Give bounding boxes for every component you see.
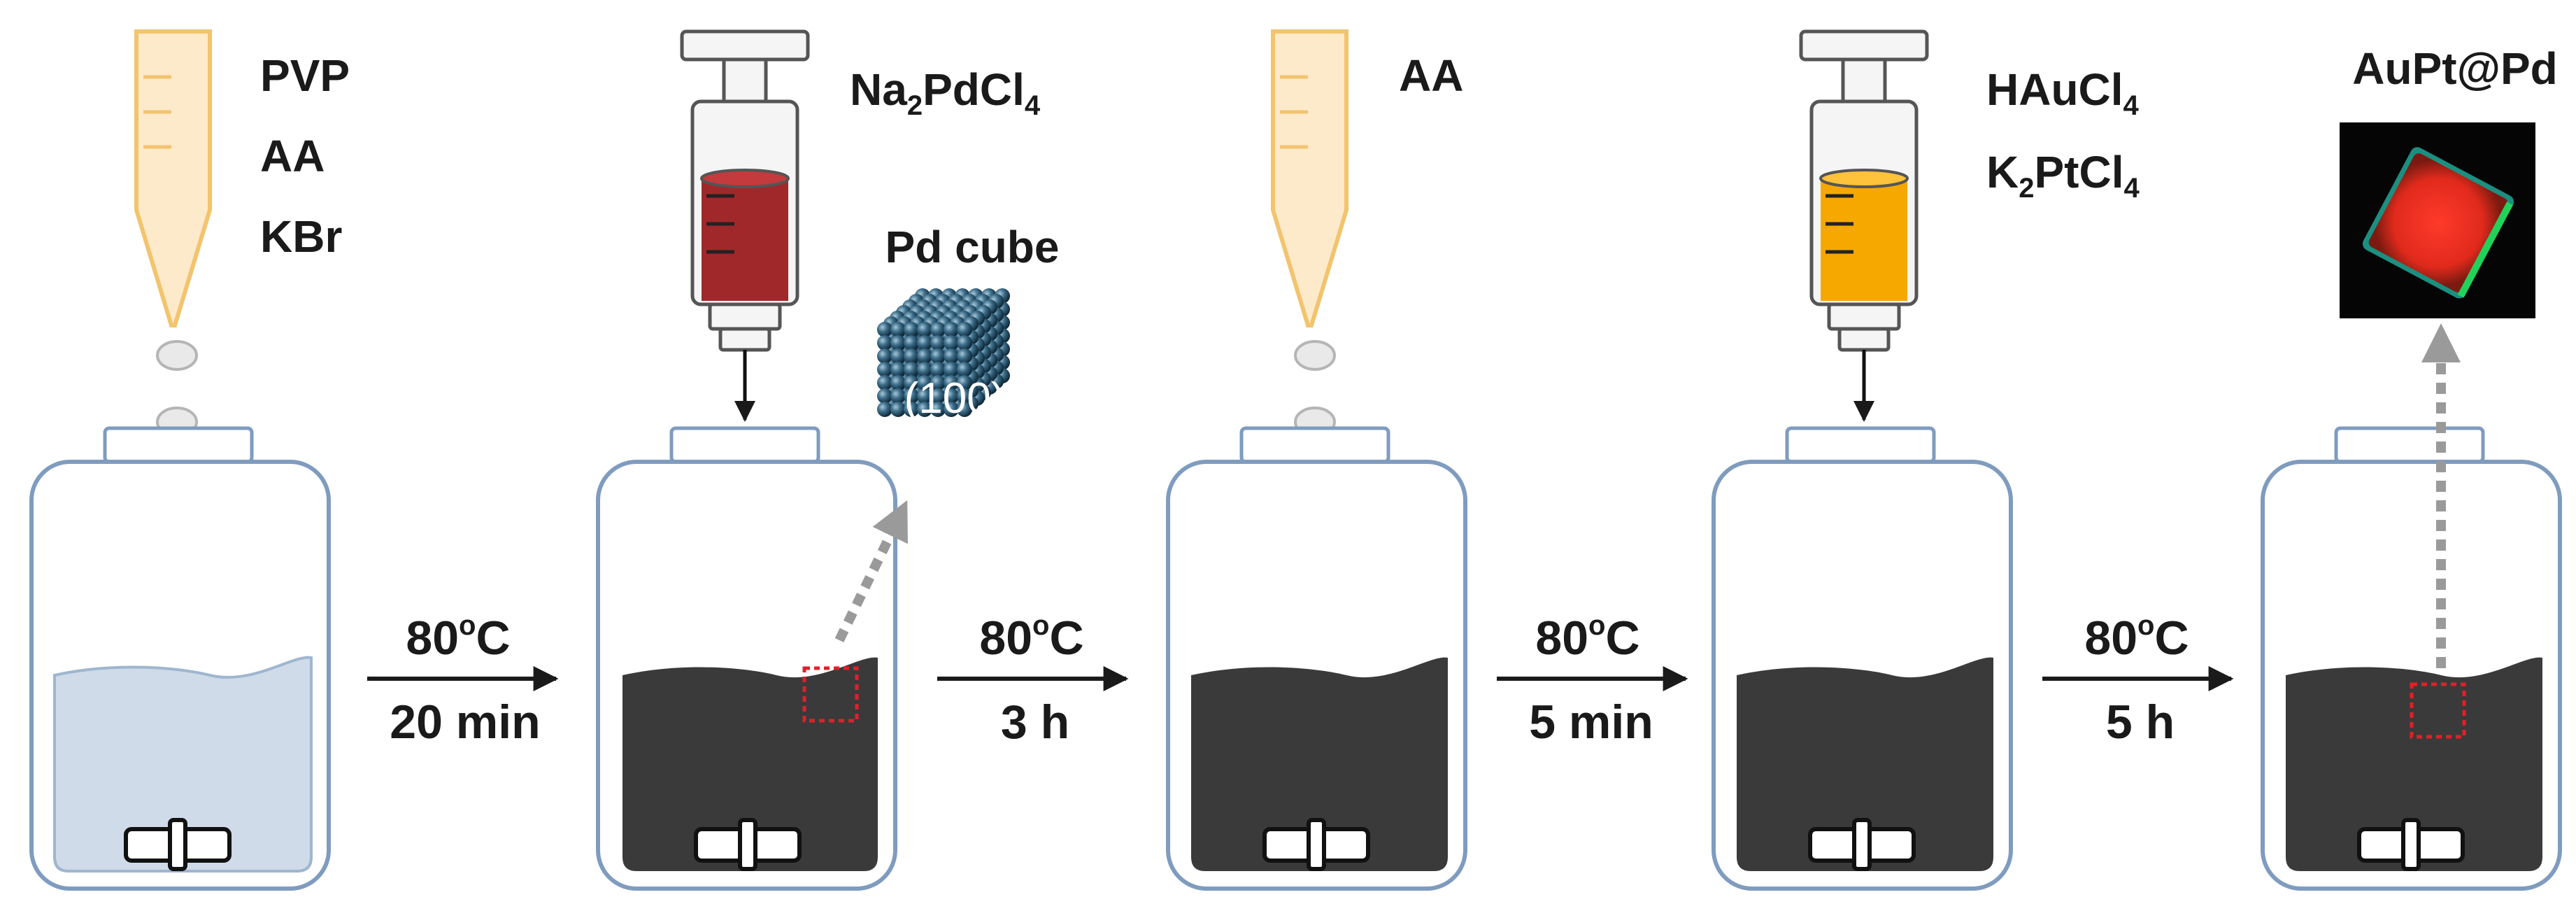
cube-atom (957, 402, 972, 417)
pipette-icon (1271, 29, 1349, 327)
cube-atom (930, 362, 946, 377)
reagent-aa: AA (260, 131, 325, 181)
arrow-2-time: 3 h (1001, 695, 1069, 749)
stir-bar-icon (2357, 818, 2465, 871)
cube-atom (877, 348, 892, 364)
reagent-pvp: PVP (260, 50, 350, 101)
reaction-bottle-icon (29, 426, 331, 891)
arrow-4-time: 5 h (2106, 695, 2175, 749)
cube-atom (957, 375, 972, 390)
aupt-pd-label: AuPt@Pd (2352, 43, 2558, 94)
cube-atom (877, 322, 892, 337)
arrow-2-temperature: 80oC (979, 610, 1083, 665)
cube-atom (957, 348, 972, 364)
cube-atom (904, 388, 919, 404)
reaction-arrow-4: 80oC 5 h (2042, 610, 2234, 749)
cube-atom (930, 402, 946, 417)
cube-atom (944, 375, 959, 390)
cube-atom (930, 322, 946, 337)
reagent-k2ptcl4: K2PtCl4 (1986, 147, 2140, 204)
cube-atom (890, 362, 906, 377)
arrow-1-temperature: 80oC (406, 610, 510, 665)
cube-atom (890, 335, 906, 351)
sample-region-box (2410, 682, 2466, 739)
cube-atom (917, 322, 932, 337)
cube-atom (890, 402, 906, 417)
step-4: HAuCl4 K2PtCl4 (1712, 29, 2140, 891)
cube-atom (877, 362, 892, 377)
reagent-na2pdcl4: Na2PdCl4 (850, 64, 1041, 121)
cube-atom (904, 348, 919, 364)
cube-atom (877, 402, 892, 417)
cube-atom (944, 322, 959, 337)
cube-atom (917, 388, 932, 404)
cube-atom (944, 335, 959, 351)
cube-atom (957, 322, 972, 337)
arrow-1-time: 20 min (390, 695, 540, 749)
cube-atom (917, 402, 932, 417)
arrow-3-time: 5 min (1529, 695, 1653, 749)
cube-atom (917, 362, 932, 377)
cube-atom (930, 388, 946, 404)
facet-label: (100) (904, 374, 1006, 423)
reagent-kbr: KBr (260, 211, 342, 262)
step-2: (100) Na2PdCl4 Pd cube (596, 29, 1060, 891)
sample-region-box (802, 666, 859, 723)
cube-atom (944, 348, 959, 364)
reaction-bottle-icon (1166, 426, 1467, 891)
step-5: AuPt@Pd (2261, 43, 2562, 891)
cube-atom (957, 362, 972, 377)
cube-atom (917, 335, 932, 351)
step-1: PVP AA KBr (29, 29, 350, 891)
arrow-4-temperature: 80oC (2084, 610, 2189, 665)
cube-atom (890, 322, 906, 337)
reagent-aa: AA (1399, 50, 1463, 101)
step-3: AA (1166, 29, 1467, 891)
cube-atom (944, 402, 959, 417)
syringe-icon (1799, 29, 1929, 422)
cube-atom (890, 388, 906, 404)
stir-bar-icon (124, 818, 232, 871)
syringe-icon (680, 29, 810, 422)
cube-atom (904, 402, 919, 417)
reagent-haucl4: HAuCl4 (1986, 64, 2140, 121)
reaction-bottle-icon (596, 426, 897, 891)
cube-atom (957, 335, 972, 351)
stir-bar-icon (694, 818, 802, 871)
cube-atom (890, 375, 906, 390)
cube-atom (917, 375, 932, 390)
reaction-arrow-2: 80oC 3 h (937, 610, 1129, 749)
elemental-map-icon (2340, 122, 2535, 318)
cube-atom (944, 362, 959, 377)
cube-atom (877, 388, 892, 404)
reaction-arrow-3: 80oC 5 min (1497, 610, 1688, 749)
cube-atom (877, 375, 892, 390)
cube-atom (944, 388, 959, 404)
reaction-bottle-icon (2261, 426, 2562, 891)
reaction-bottle-icon (1712, 426, 2013, 891)
cube-atom (904, 322, 919, 337)
reaction-arrow-1: 80oC 20 min (367, 610, 559, 749)
pd-nanocube-icon (877, 288, 1010, 417)
cube-atom (917, 348, 932, 364)
pd-cube-label: Pd cube (885, 222, 1060, 272)
cube-atom (904, 375, 919, 390)
cube-atom (930, 375, 946, 390)
stir-bar-icon (1262, 818, 1370, 871)
cube-atom (904, 335, 919, 351)
cube-atom (890, 348, 906, 364)
pipette-icon (134, 29, 212, 327)
stir-bar-icon (1808, 818, 1916, 871)
cube-atom (877, 335, 892, 351)
cube-atom (930, 335, 946, 351)
cube-atom (904, 362, 919, 377)
cube-atom (957, 388, 972, 404)
cube-atom (930, 348, 946, 364)
arrow-3-temperature: 80oC (1535, 610, 1639, 665)
